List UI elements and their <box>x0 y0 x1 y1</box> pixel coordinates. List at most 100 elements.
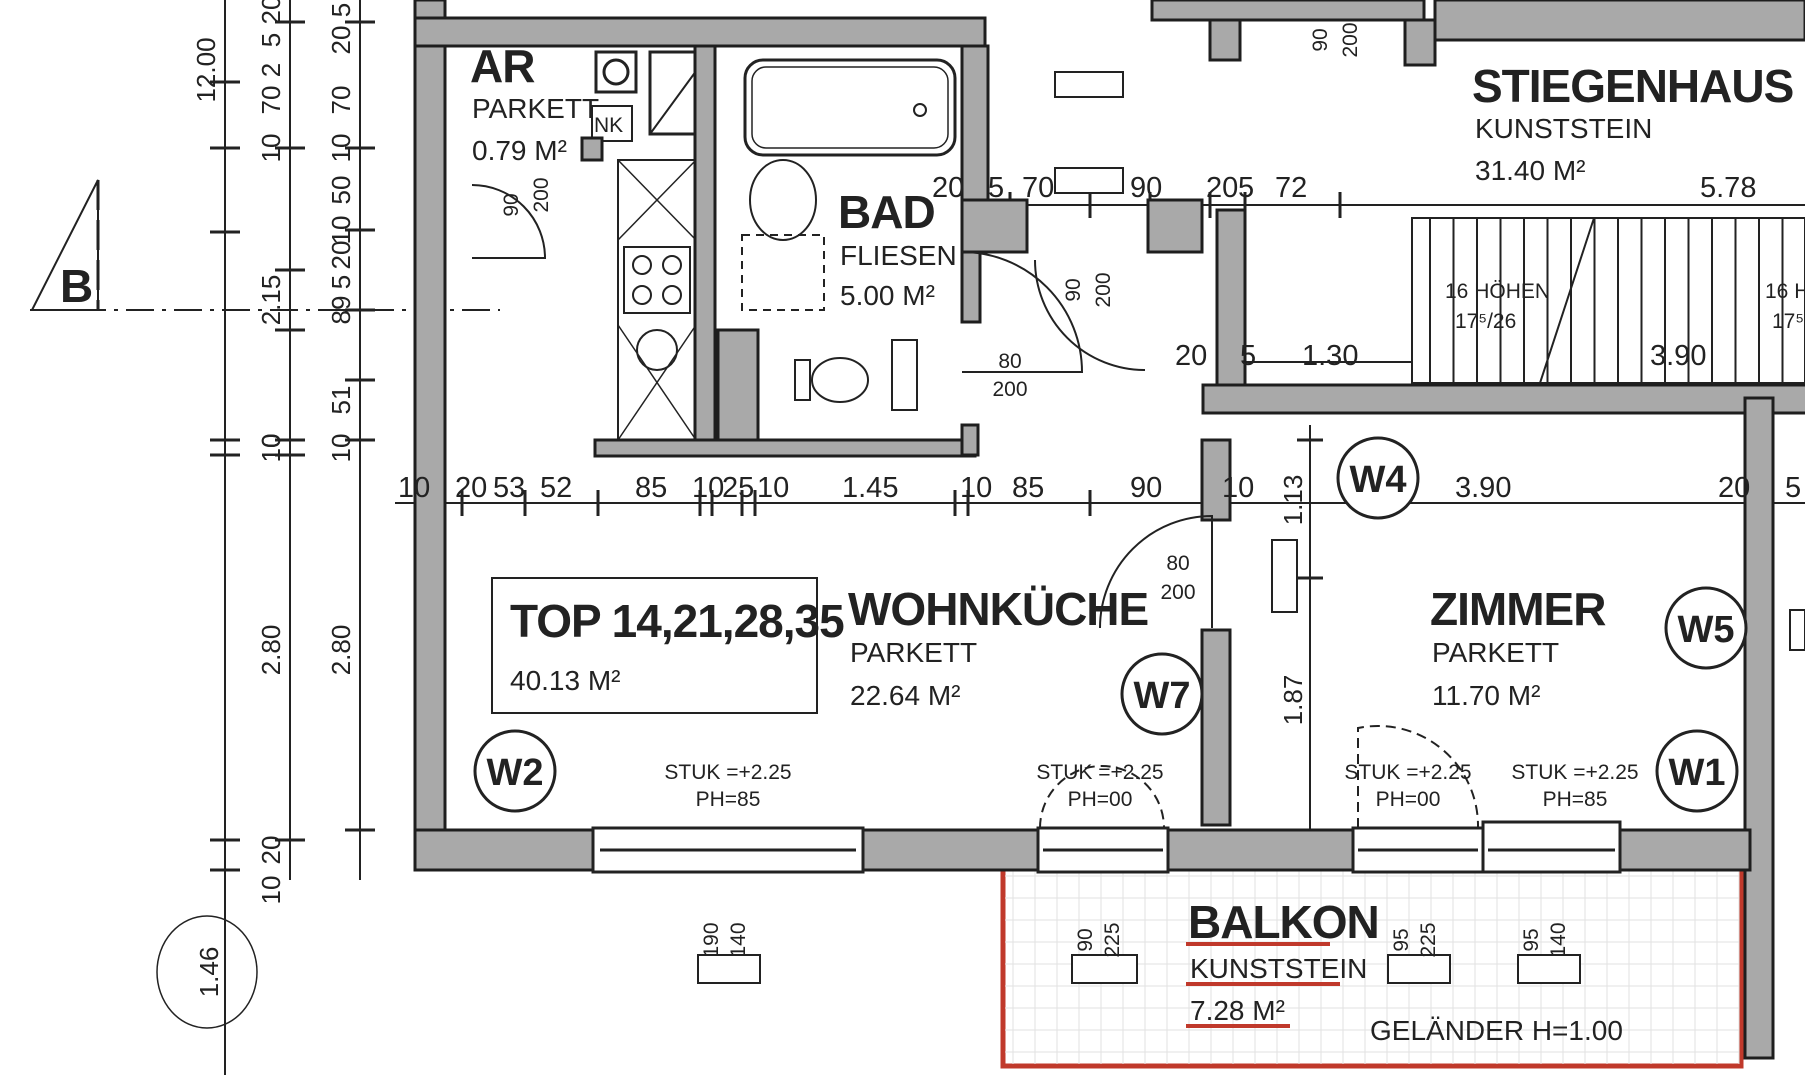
svg-text:STUK =+2.25: STUK =+2.25 <box>1511 761 1638 784</box>
svg-text:STUK =+2.25: STUK =+2.25 <box>1344 761 1471 784</box>
svg-text:10: 10 <box>692 472 724 504</box>
window-tags: W2 W7 W4 W5 W1 <box>473 436 1748 813</box>
svg-text:3.90: 3.90 <box>1650 340 1706 372</box>
svg-text:89: 89 <box>326 296 356 325</box>
circled-value: 1.46 <box>156 915 258 1029</box>
walls <box>413 0 1805 1060</box>
svg-text:3.90: 3.90 <box>1455 472 1511 504</box>
window-tag-w1: W1 <box>1655 729 1739 813</box>
door-swing-bad <box>961 251 1084 373</box>
svg-text:PH=00: PH=00 <box>1376 788 1441 811</box>
svg-text:5: 5 <box>1240 340 1256 372</box>
washbasin <box>749 159 817 241</box>
svg-text:20: 20 <box>455 472 487 504</box>
svg-text:95: 95 <box>1520 928 1543 951</box>
svg-text:10: 10 <box>398 472 430 504</box>
door-labels: 90 200 80 200 80 200 90 200 90 200 <box>500 22 1362 604</box>
room-ar-name: AR <box>470 40 535 92</box>
svg-text:90: 90 <box>1130 172 1162 204</box>
room-zimmer-name: ZIMMER <box>1430 583 1606 635</box>
svg-text:2.80: 2.80 <box>326 625 356 676</box>
door-swing-balcony-2 <box>1357 725 1480 829</box>
svg-text:10: 10 <box>1222 472 1254 504</box>
room-stiegenhaus-area: 31.40 M² <box>1475 155 1586 186</box>
unit-area: 40.13 M² <box>510 665 621 696</box>
svg-text:W7: W7 <box>1134 675 1191 717</box>
svg-text:5: 5 <box>1238 172 1254 204</box>
svg-text:5: 5 <box>326 275 356 289</box>
svg-text:85: 85 <box>635 472 667 504</box>
window-tag-w7: W7 <box>1120 652 1204 736</box>
dims-horizontal-row: 10 20 53 52 85 10 25 10 1.45 10 85 90 10… <box>398 472 1801 504</box>
door-swing-zimmer <box>1099 514 1213 629</box>
svg-text:2.15: 2.15 <box>256 275 286 326</box>
room-wohnkueche-name: WOHNKÜCHE <box>848 583 1148 635</box>
wall-left <box>413 0 447 872</box>
svg-text:20: 20 <box>326 26 356 55</box>
svg-text:90: 90 <box>1130 472 1162 504</box>
svg-text:72: 72 <box>1275 172 1307 204</box>
svg-text:200: 200 <box>1339 22 1362 57</box>
svg-text:1.46: 1.46 <box>194 947 224 998</box>
room-wohnkueche-floor: PARKETT <box>850 637 977 668</box>
svg-text:10: 10 <box>960 472 992 504</box>
section-marker <box>30 179 100 311</box>
dims-vertical-left-1: 12.00 5 20 2 70 10 2.15 2.80 10 20 10 <box>191 0 286 904</box>
stair-treads <box>1429 218 1784 383</box>
window-sizes: 190 140 90 225 95 225 95 140 <box>700 922 1570 957</box>
dims-vertical-mid: 1.13 1.87 <box>1278 475 1308 726</box>
kitchen-counter <box>617 159 697 441</box>
symbols <box>697 71 1581 984</box>
room-balkon-area: 7.28 M² <box>1190 995 1285 1026</box>
svg-text:90: 90 <box>1074 928 1097 951</box>
dimension-lines <box>30 0 1805 1075</box>
svg-text:200: 200 <box>530 177 553 212</box>
room-stiegenhaus-floor: KUNSTSTEIN <box>1475 113 1652 144</box>
room-zimmer-area: 11.70 M² <box>1432 680 1540 711</box>
window-tag-w2: W2 <box>473 729 557 813</box>
svg-text:20: 20 <box>326 241 356 270</box>
svg-text:80: 80 <box>1166 552 1189 575</box>
svg-text:STUK =+2.25: STUK =+2.25 <box>664 761 791 784</box>
svg-text:5: 5 <box>1785 472 1801 504</box>
svg-text:140: 140 <box>727 922 750 957</box>
svg-text:80: 80 <box>998 350 1021 373</box>
svg-text:5: 5 <box>256 33 286 47</box>
room-balkon-floor: KUNSTSTEIN <box>1190 953 1367 984</box>
window-tag-w5: W5 <box>1664 586 1748 670</box>
svg-text:10: 10 <box>757 472 789 504</box>
svg-text:20: 20 <box>256 836 286 865</box>
svg-text:10: 10 <box>256 876 286 905</box>
unit-title: TOP 14,21,28,35 <box>510 595 844 647</box>
room-ar-floor: PARKETT <box>472 93 599 124</box>
svg-text:95: 95 <box>1390 928 1413 951</box>
svg-text:16 HÖHEN: 16 HÖHEN <box>1445 280 1550 303</box>
svg-text:2: 2 <box>256 63 286 77</box>
window-notes: STUK =+2.25 PH=85 STUK =+2.25 PH=00 STUK… <box>664 761 1638 811</box>
room-bad-floor: FLIESEN <box>840 240 957 271</box>
svg-text:1.45: 1.45 <box>842 472 898 504</box>
svg-text:90: 90 <box>1062 278 1085 301</box>
svg-text:51: 51 <box>326 386 356 415</box>
svg-text:53: 53 <box>493 472 525 504</box>
room-zimmer-floor: PARKETT <box>1432 637 1559 668</box>
svg-text:16 H: 16 H <box>1765 280 1805 303</box>
stove <box>623 246 691 314</box>
svg-text:70: 70 <box>256 86 286 115</box>
svg-text:17⁵/26: 17⁵/26 <box>1455 310 1516 333</box>
svg-text:140: 140 <box>1547 922 1570 957</box>
room-bad-area: 5.00 M² <box>840 280 935 311</box>
svg-text:225: 225 <box>1101 922 1124 957</box>
svg-text:W5: W5 <box>1678 609 1735 651</box>
svg-text:1.30: 1.30 <box>1302 340 1358 372</box>
window-w1-opening <box>1481 820 1622 874</box>
svg-text:200: 200 <box>992 378 1027 401</box>
svg-text:52: 52 <box>540 472 572 504</box>
balkon-railing: GELÄNDER H=1.00 <box>1370 1015 1623 1046</box>
room-balkon-name: BALKON <box>1188 896 1379 948</box>
svg-text:10: 10 <box>256 434 286 463</box>
room-wohnkueche-area: 22.64 M² <box>850 680 961 711</box>
svg-text:200: 200 <box>1092 272 1115 307</box>
svg-text:90: 90 <box>500 193 523 216</box>
